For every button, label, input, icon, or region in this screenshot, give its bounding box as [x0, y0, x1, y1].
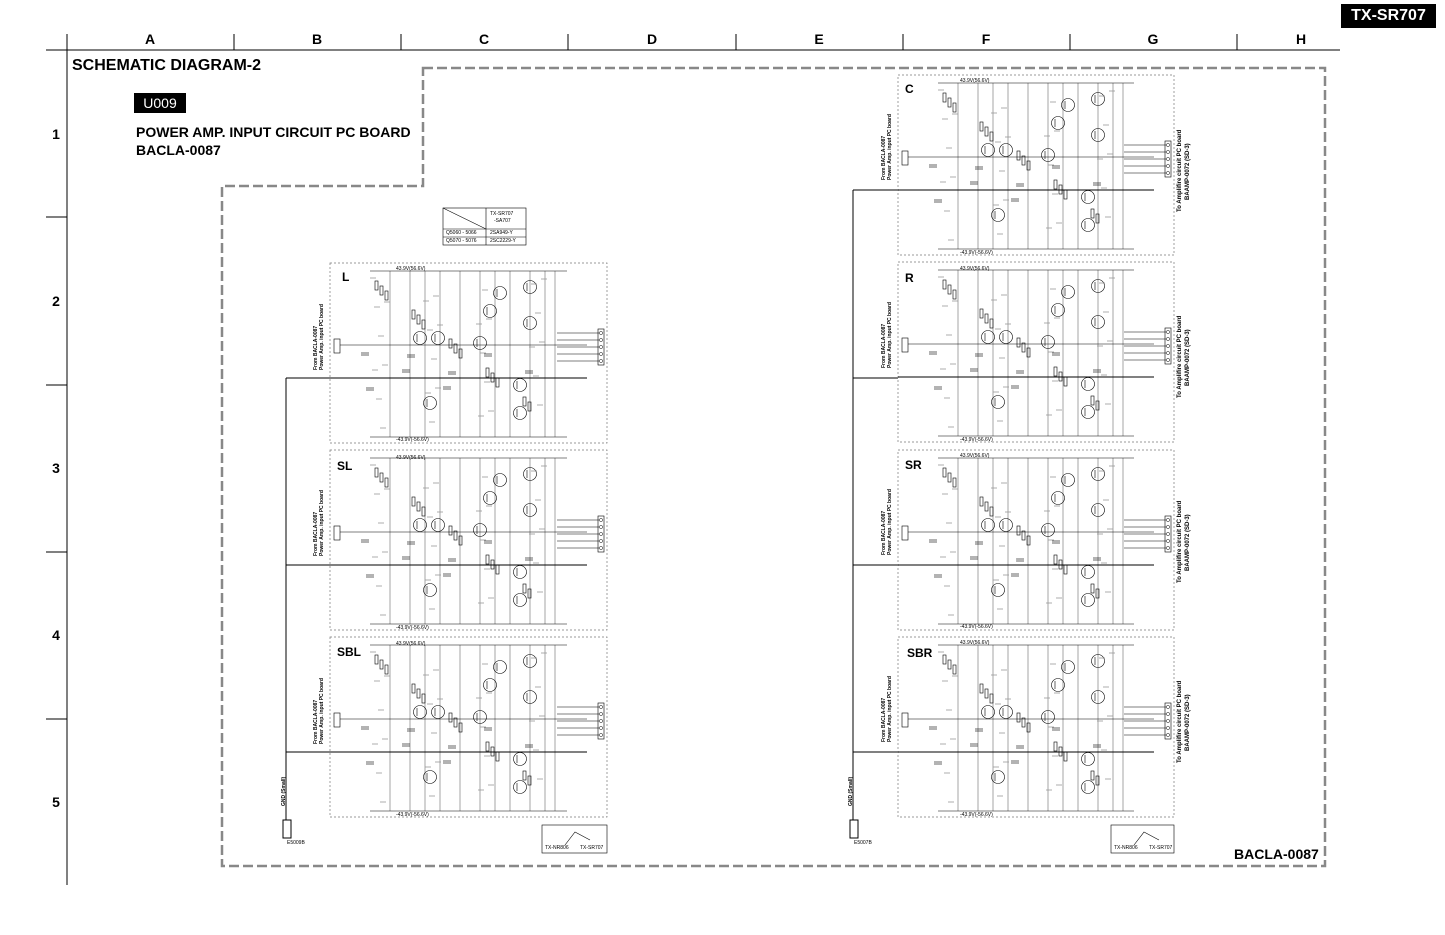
- legend-right-2: TX-SR707: [1149, 845, 1173, 851]
- table-header-2: -SA707: [494, 218, 511, 224]
- panel-sr: [897, 449, 1175, 631]
- legend-left-1: TX-NR806: [545, 845, 569, 851]
- panel-sbr: [897, 636, 1175, 818]
- row-label-5: 5: [52, 794, 60, 810]
- from-label-sr-2: Power Amp. input PC board: [887, 489, 893, 555]
- to-label-sbr-2: BAAMP-0072 (SD-3): [1185, 694, 1191, 751]
- from-label-l-2: Power Amp. input PC board: [319, 304, 325, 370]
- board-title-line1: POWER AMP. INPUT CIRCUIT PC BOARD: [136, 124, 411, 140]
- rail-neg-sbl: -43.9V(-56.6V): [396, 812, 429, 818]
- unit-badge: U009: [134, 93, 186, 113]
- rail-neg-c: -43.9V(-56.6V): [960, 250, 993, 256]
- from-label-sbl-2: Power Amp. input PC board: [319, 678, 325, 744]
- rail-pos-sbr: 43.9V(56.6V): [960, 640, 990, 646]
- ground-label-right: GND (Small): [848, 776, 854, 806]
- col-header-b: B: [311, 31, 323, 47]
- ground-ref-right: E5007B: [854, 840, 872, 846]
- panel-l: [329, 262, 608, 444]
- diagram-title: SCHEMATIC DIAGRAM-2: [72, 57, 262, 74]
- row-label-4: 4: [52, 627, 60, 643]
- panel-sbl: [329, 636, 608, 818]
- channel-label-sbl: SBL: [337, 645, 361, 659]
- col-header-a: A: [144, 31, 156, 47]
- col-header-c: C: [478, 31, 490, 47]
- panel-sl: [329, 449, 608, 631]
- panel-c: [897, 74, 1175, 256]
- rail-pos-sbl: 43.9V(56.6V): [396, 641, 426, 647]
- from-label-sbr-2: Power Amp. input PC board: [887, 676, 893, 742]
- to-label-r-1: To Amplifire circuit PC board: [1177, 315, 1183, 398]
- rail-neg-sl: -43.9V(-56.6V): [396, 625, 429, 631]
- rail-neg-sr: -43.9V(-56.6V): [960, 624, 993, 630]
- col-header-h: H: [1295, 31, 1307, 47]
- table-row1-part: Q5060 - 5066: [446, 230, 477, 236]
- channel-label-sr: SR: [905, 458, 922, 472]
- from-label-r-2: Power Amp. input PC board: [887, 302, 893, 368]
- table-row2-type: 2SC2229-Y: [490, 238, 516, 244]
- ground-label-left: GND (Small): [281, 776, 287, 806]
- from-label-sl-2: Power Amp. input PC board: [319, 490, 325, 556]
- table-row1-type: 2SA949-Y: [490, 230, 513, 236]
- col-header-g: G: [1147, 31, 1159, 47]
- to-label-sr-2: BAAMP-0072 (SD-3): [1185, 514, 1191, 571]
- rail-neg-r: -43.9V(-56.6V): [960, 437, 993, 443]
- row-label-2: 2: [52, 293, 60, 309]
- panel-r: [897, 261, 1175, 443]
- rail-neg-sbr: -43.9V(-56.6V): [960, 812, 993, 818]
- to-label-c-2: BAAMP-0072 (SD-3): [1185, 143, 1191, 200]
- channel-label-r: R: [905, 271, 914, 285]
- bottom-board-label: BACLA-0087: [1234, 846, 1319, 862]
- rail-pos-sl: 43.9V(56.6V): [396, 455, 426, 461]
- legend-right-1: TX-NR806: [1114, 845, 1138, 851]
- channel-label-sl: SL: [337, 459, 353, 473]
- rail-pos-c: 43.9V(56.6V): [960, 78, 990, 84]
- rail-pos-l: 43.9V(56.6V): [396, 266, 426, 272]
- board-title-line2: BACLA-0087: [136, 142, 221, 158]
- table-row2-part: Q5070 - 5076: [446, 238, 477, 244]
- to-label-sbr-1: To Amplifire circuit PC board: [1177, 680, 1183, 763]
- channel-panels: [329, 74, 1175, 818]
- channel-label-c: C: [905, 82, 914, 96]
- channel-label-sbr: SBR: [907, 646, 933, 660]
- ground-ref-left: E5009B: [287, 840, 305, 846]
- to-label-r-2: BAAMP-0072 (SD-3): [1185, 329, 1191, 386]
- rail-neg-l: -43.9V(-56.6V): [396, 437, 429, 443]
- from-label-c-2: Power Amp. input PC board: [887, 114, 893, 180]
- col-header-d: D: [646, 31, 658, 47]
- model-badge: TX-SR707: [1341, 4, 1436, 28]
- channel-label-l: L: [342, 270, 350, 284]
- to-label-c-1: To Amplifire circuit PC board: [1177, 129, 1183, 212]
- to-label-sr-1: To Amplifire circuit PC board: [1177, 500, 1183, 583]
- col-header-f: F: [981, 31, 991, 47]
- row-label-1: 1: [52, 126, 60, 142]
- row-label-3: 3: [52, 460, 60, 476]
- col-header-e: E: [814, 31, 824, 47]
- rail-pos-r: 43.9V(56.6V): [960, 266, 990, 272]
- rail-pos-sr: 43.9V(56.6V): [960, 453, 990, 459]
- table-header-1: TX-SR707: [490, 211, 514, 217]
- legend-left-2: TX-SR707: [580, 845, 604, 851]
